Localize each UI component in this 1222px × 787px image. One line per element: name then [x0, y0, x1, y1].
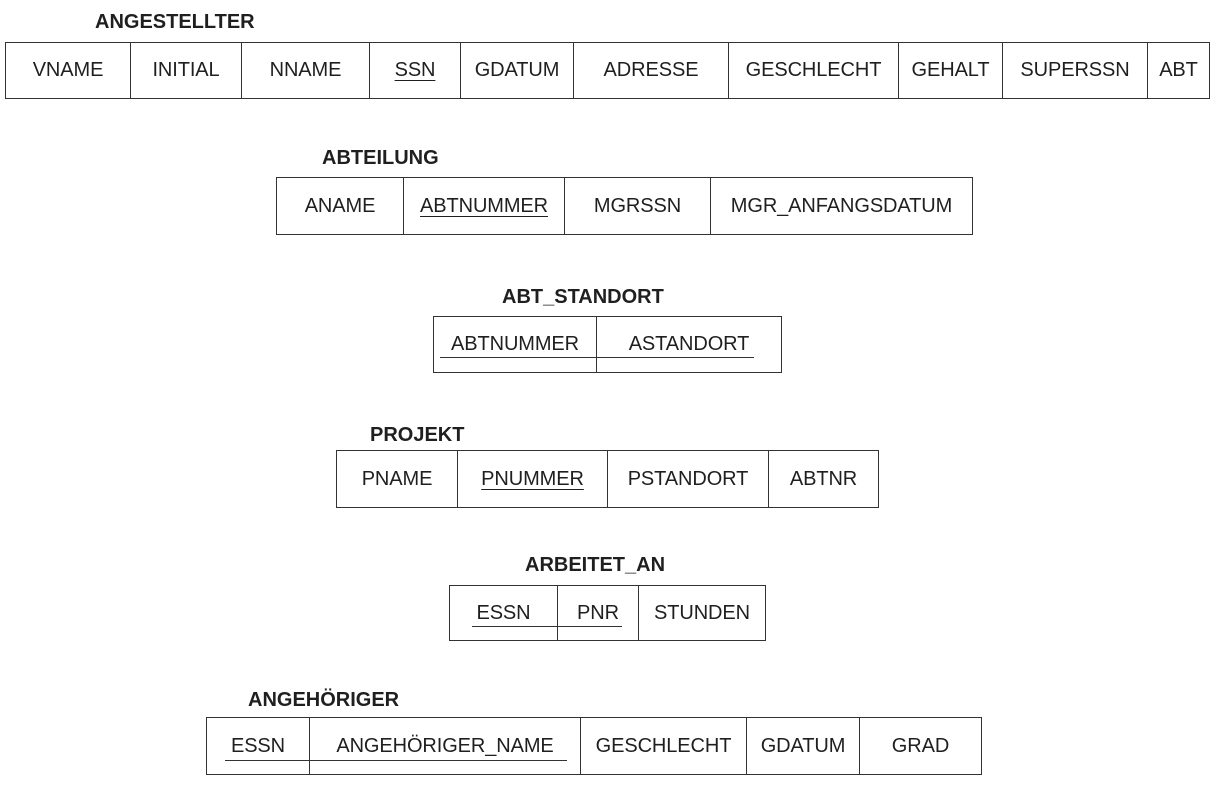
attribute-nname: NNAME — [241, 43, 369, 98]
attribute-geschlecht: GESCHLECHT — [580, 718, 746, 774]
relation-title-arbeitet-an: ARBEITET_AN — [525, 554, 666, 576]
relation-title-angestellter: ANGESTELLTER — [95, 11, 255, 33]
attribute-ssn-primary-key: SSN — [369, 43, 460, 98]
attribute-abtnr: ABTNR — [768, 451, 878, 507]
attribute-astandort-key-part: ASTANDORT — [596, 317, 781, 372]
attribute-abtnummer-key-part: ABTNUMMER — [451, 333, 579, 355]
relation-title-projekt: PROJEKT — [370, 424, 465, 446]
attribute-adresse: ADRESSE — [573, 43, 728, 98]
relation-title-abt-standort: ABT_STANDORT — [502, 286, 664, 308]
relation-arbeitet-an: ESSN PNR STUNDEN — [449, 585, 766, 641]
attribute-grad: GRAD — [859, 718, 981, 774]
attribute-gdatum: GDATUM — [460, 43, 573, 98]
relation-abt-standort: ABTNUMMER ASTANDORT — [433, 316, 782, 373]
relation-projekt: PNAME PNUMMER PSTANDORT ABTNR — [336, 450, 879, 508]
attribute-abt: ABT — [1147, 43, 1209, 98]
composite-key-underline — [472, 626, 622, 628]
attribute-essn-key-part: ESSN — [230, 734, 286, 757]
attribute-gdatum: GDATUM — [746, 718, 859, 774]
relation-angehoeriger: ESSN ANGEHÖRIGER_NAME GESCHLECHT GDATUM … — [206, 717, 982, 775]
attribute-stunden: STUNDEN — [638, 586, 765, 640]
attribute-vname: VNAME — [32, 59, 104, 81]
relation-title-angehoeriger: ANGEHÖRIGER — [248, 689, 400, 711]
attribute-superssn: SUPERSSN — [1002, 43, 1147, 98]
composite-key-underline — [225, 760, 567, 762]
attribute-mgr-anfangsdatum: MGR_ANFANGSDATUM — [710, 178, 972, 234]
relation-abteilung: ANAME ABTNUMMER MGRSSN MGR_ANFANGSDATUM — [276, 177, 973, 235]
attribute-geschlecht: GESCHLECHT — [728, 43, 898, 98]
composite-key-underline — [440, 357, 754, 359]
attribute-aname: ANAME — [304, 194, 376, 217]
attribute-initial: INITIAL — [130, 43, 241, 98]
attribute-pnr-key-part: PNR — [557, 586, 638, 640]
attribute-mgrssn: MGRSSN — [564, 178, 710, 234]
attribute-pname: PNAME — [361, 467, 433, 490]
attribute-pnummer-primary-key: PNUMMER — [457, 451, 607, 507]
attribute-abtnummer-primary-key: ABTNUMMER — [403, 178, 564, 234]
attribute-gehalt: GEHALT — [898, 43, 1002, 98]
relation-angestellter: VNAME INITIAL NNAME SSN GDATUM ADRESSE G… — [5, 42, 1210, 99]
attribute-angehoeriger-name-key-part: ANGEHÖRIGER_NAME — [309, 718, 580, 774]
attribute-essn-key-part: ESSN — [476, 601, 531, 624]
relation-title-abteilung: ABTEILUNG — [322, 147, 439, 169]
attribute-pstandort: PSTANDORT — [607, 451, 768, 507]
